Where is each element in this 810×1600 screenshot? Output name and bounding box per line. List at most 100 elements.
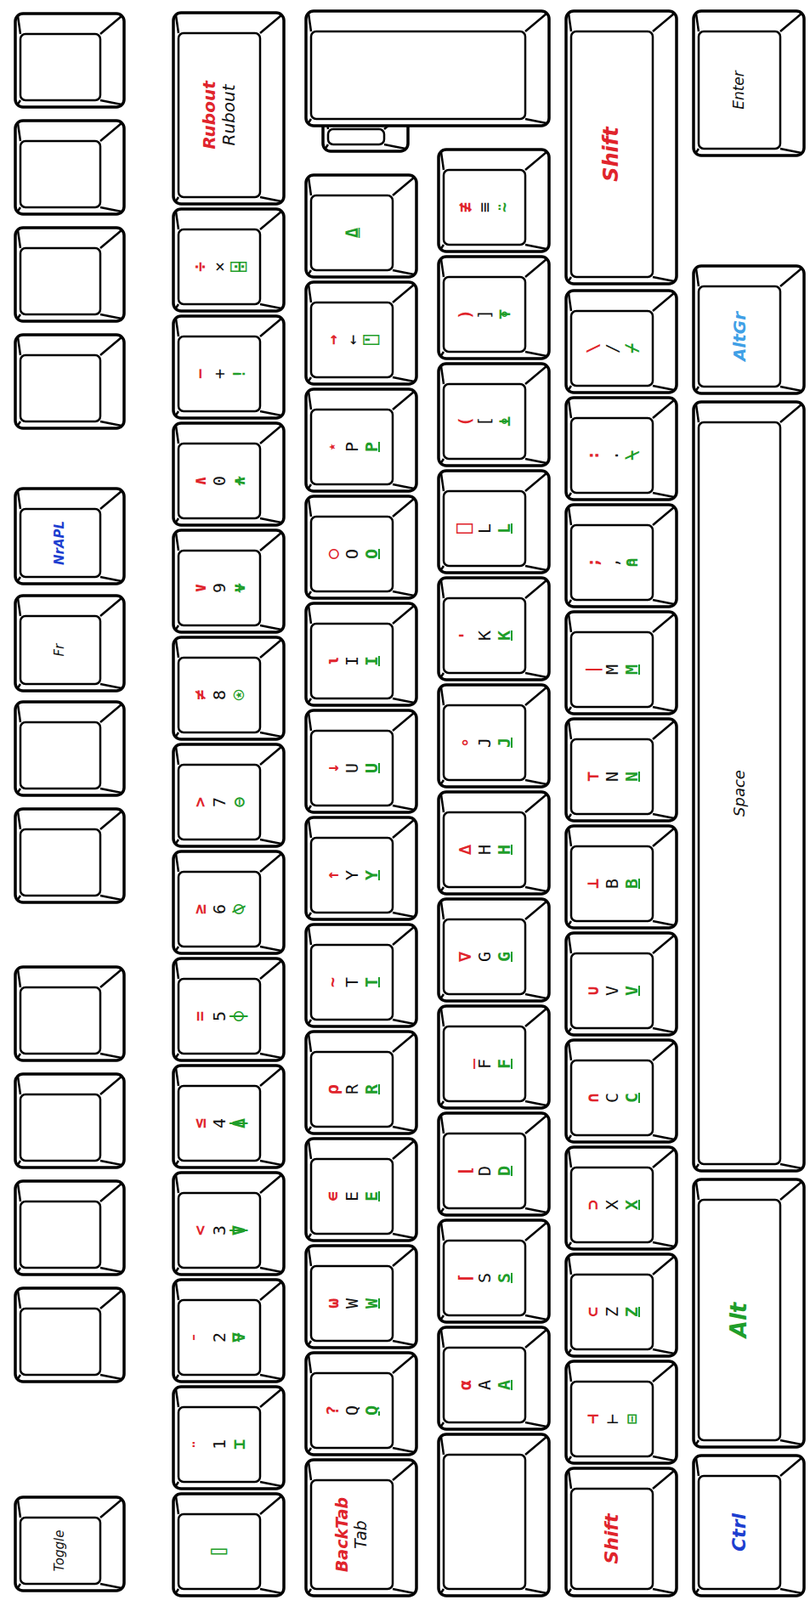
keycap-base [173, 209, 284, 312]
keycap-edge [568, 721, 572, 740]
keycap [693, 1179, 805, 1448]
keycap-edge [17, 123, 21, 142]
keycap-edge [308, 1248, 312, 1267]
keycap-edge [175, 304, 179, 310]
keycap-edge [525, 687, 547, 706]
key-legend: M [602, 664, 623, 675]
key-legend: < [190, 1225, 210, 1236]
keycap-edge [567, 921, 572, 927]
key-legend: V [622, 985, 642, 997]
keycap-edge [175, 747, 179, 765]
keycap [438, 470, 550, 573]
keycap-edge [260, 1589, 282, 1594]
keycap-edge [392, 1127, 414, 1132]
key-legend: / [602, 343, 623, 354]
keycap-edge [441, 580, 444, 599]
keycap-edge [175, 197, 179, 203]
keycap-edge [308, 284, 312, 303]
keycap-edge [652, 507, 675, 526]
keycap-edge [440, 1589, 444, 1595]
keycap [173, 209, 284, 312]
keycap-edge [440, 244, 444, 250]
keycap-base [438, 899, 550, 1002]
keycap-edge [441, 1223, 444, 1241]
keycap-face [178, 1193, 261, 1269]
keycap [173, 316, 284, 419]
keycap-edge [525, 1330, 547, 1349]
keycap-base [15, 13, 125, 108]
keycap-edge [260, 425, 282, 444]
keycap-base [15, 809, 125, 903]
keycap-edge [525, 473, 547, 492]
keycap-edge [567, 492, 572, 499]
key-legend: P [342, 441, 363, 453]
keycap-edge [392, 270, 414, 275]
keycap-face [571, 1274, 653, 1350]
keycap-edge [308, 820, 312, 839]
keycap-face [178, 979, 261, 1054]
keycap-face [571, 1060, 653, 1136]
keycap-edge [780, 404, 802, 423]
keycap-face [571, 739, 653, 815]
key-legend: − [190, 368, 210, 380]
keycap-edge [260, 732, 282, 737]
key-legend: ∆ [455, 844, 476, 856]
keycap-edge [780, 268, 802, 287]
keycap [566, 290, 677, 393]
keycap [15, 967, 125, 1061]
keycap-edge [568, 1149, 572, 1168]
keycap-edge [100, 1161, 122, 1166]
keycap-base [566, 1468, 677, 1597]
key-legend: 8 [209, 690, 230, 701]
key-legend: K [475, 630, 495, 641]
key-legend: ⊤ [583, 771, 603, 782]
keycap-edge [175, 839, 179, 845]
keycap-edge [441, 901, 444, 920]
keycap-edge [16, 207, 21, 213]
keycap-edge [780, 1458, 802, 1477]
keycap-edge [100, 1375, 122, 1380]
keycap-edge [307, 1234, 312, 1240]
key-legend: ⊂ [583, 1307, 603, 1318]
keycap [173, 637, 284, 740]
keycap-edge [567, 1242, 572, 1248]
key-legend: 6 [209, 904, 230, 915]
key-legend: W [362, 1298, 382, 1309]
key-legend: Y [362, 870, 382, 881]
keycap-edge [441, 366, 444, 385]
key: RuboutRubout [178, 33, 261, 198]
key: _FF [443, 1026, 526, 1102]
keycap-edge [100, 1183, 122, 1202]
keycap-base [15, 334, 125, 429]
keycap-face [571, 525, 653, 601]
key-legend: Q [342, 1405, 363, 1417]
keycap-face [178, 1086, 261, 1162]
key-legend: ⍕ [494, 309, 515, 320]
keycap-edge [307, 1341, 312, 1347]
keycap-base [173, 958, 284, 1061]
keycap-base [438, 1327, 550, 1430]
keycap-edge [100, 1584, 122, 1589]
keycap [305, 389, 417, 492]
keycap-base [15, 227, 125, 322]
key-legend: ↑ [322, 870, 343, 881]
key-legend: ⊢ [602, 1414, 623, 1425]
key-legend: W [342, 1298, 363, 1309]
keycap-edge [441, 794, 444, 813]
keycap-edge [440, 1422, 444, 1428]
keycap-edge [100, 577, 122, 582]
keycap-face [443, 384, 526, 459]
key-legend: ∇ [455, 951, 476, 963]
key-legend: N [622, 771, 642, 782]
key: Space [698, 422, 781, 1165]
keycap-edge [392, 820, 414, 839]
key: ∘JJ [443, 705, 526, 781]
keycap-edge [175, 318, 179, 337]
key-legend: ; [583, 557, 603, 568]
key: ⊤NN [571, 739, 653, 815]
key: Enter [698, 31, 781, 149]
key-legend: J [494, 737, 515, 748]
keycap-edge [100, 491, 122, 510]
keycap-edge [525, 458, 547, 464]
keycap [305, 282, 417, 385]
